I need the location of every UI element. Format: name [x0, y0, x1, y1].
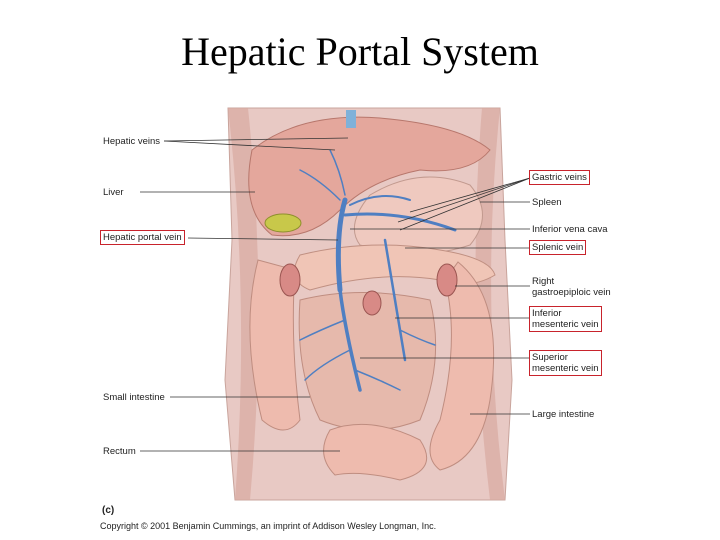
- label-superior-mesenteric-vein: Superior mesenteric vein: [529, 350, 602, 376]
- label-spleen: Spleen: [532, 197, 562, 208]
- label-right-gastroepiploic-vein: Right gastroepiploic vein: [532, 276, 611, 298]
- label-inferior-mesenteric-vein: Inferior mesenteric vein: [529, 306, 602, 332]
- sigmoid-colon: [323, 423, 428, 481]
- label-inferior-mesenteric-line2: mesenteric vein: [532, 319, 599, 330]
- leader-lines: [140, 137, 531, 452]
- vena-cava-top: [346, 110, 356, 128]
- hepatic-portal-vein-path: [335, 197, 348, 293]
- label-inferior-vena-cava: Inferior vena cava: [532, 224, 608, 235]
- descending-colon: [429, 261, 495, 471]
- label-liver: Liver: [103, 187, 124, 198]
- inferior-mesenteric-vein-path: [383, 238, 407, 362]
- superior-mesenteric-vein-path: [338, 288, 362, 392]
- ascending-colon: [249, 259, 301, 431]
- colon-section-right: [436, 263, 458, 297]
- label-superior-mesenteric-line1: Superior: [532, 352, 568, 363]
- portal-veins: [299, 149, 457, 392]
- label-inferior-mesenteric-line1: Inferior: [532, 308, 562, 319]
- page-title: Hepatic Portal System: [181, 29, 539, 74]
- label-hepatic-veins: Hepatic veins: [103, 136, 161, 147]
- label-gastric-veins: Gastric veins: [529, 170, 590, 185]
- small-intestine-mass: [298, 292, 437, 431]
- label-superior-mesenteric-line2: mesenteric vein: [532, 363, 599, 374]
- colon-section-left: [279, 263, 301, 297]
- mesenteric-branches: [299, 319, 436, 391]
- hepatic-vein-branches: [299, 149, 346, 201]
- label-hepatic-portal-vein: Hepatic portal vein: [100, 230, 185, 245]
- splenic-vein-path: [343, 212, 457, 232]
- copyright-notice: Copyright © 2001 Benjamin Cummings, an i…: [100, 521, 437, 531]
- label-right-gastroepiploic-line1: Right: [532, 276, 555, 287]
- label-right-gastroepiploic-line2: gastroepiploic vein: [532, 287, 611, 298]
- colon-section-mid: [362, 290, 382, 316]
- label-splenic-vein: Splenic vein: [529, 240, 587, 255]
- gastric-vein-path: [349, 195, 411, 206]
- gallbladder: [264, 213, 302, 233]
- label-large-intestine: Large intestine: [532, 409, 595, 420]
- label-rectum: Rectum: [103, 446, 136, 457]
- liver-shape: [248, 116, 491, 237]
- abdominal-wall: [228, 108, 259, 500]
- part-label: (c): [102, 505, 115, 516]
- label-small-intestine: Small intestine: [103, 392, 165, 403]
